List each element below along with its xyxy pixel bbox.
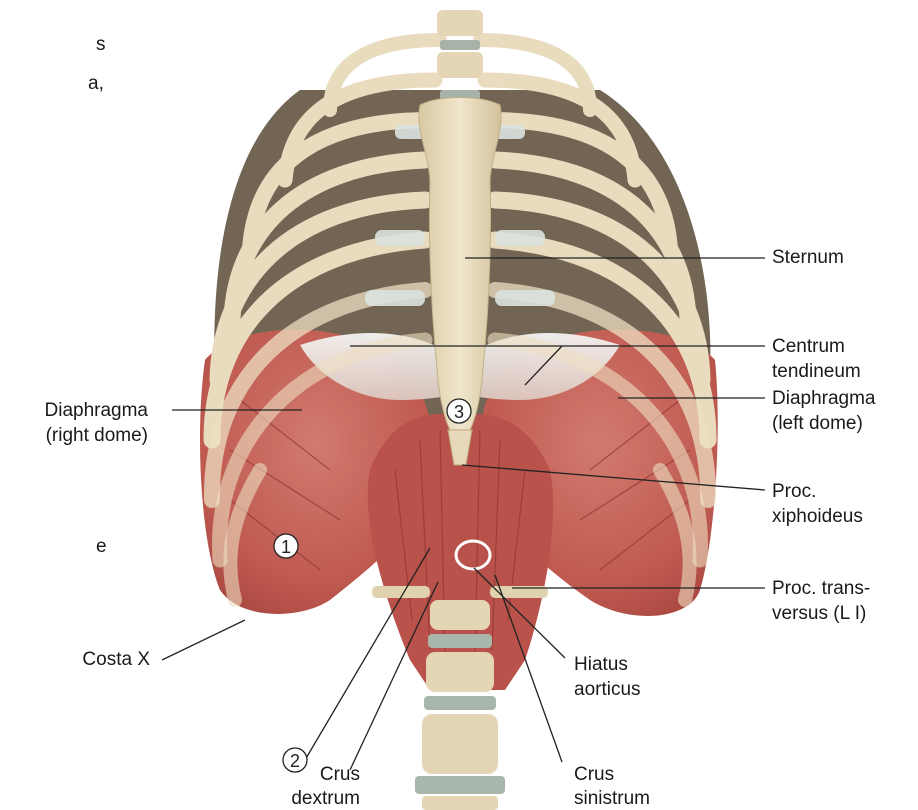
sternum-bone bbox=[418, 97, 502, 431]
diaphragm-crura bbox=[367, 413, 554, 690]
label-proc-xiphoideus-line2: xiphoideus bbox=[772, 506, 863, 527]
edge-text-fragment-1: s bbox=[96, 34, 106, 55]
label-diaphragma-left-line2: (left dome) bbox=[772, 413, 863, 434]
marker-1-text: 1 bbox=[281, 537, 291, 557]
edge-text-fragment-2: a, bbox=[88, 73, 104, 94]
label-crus-dextrum-line1: Crus bbox=[319, 764, 360, 785]
marker-2: 2 bbox=[282, 747, 308, 773]
marker-2-text: 2 bbox=[290, 751, 300, 771]
hiatus-aorticus-ring bbox=[454, 539, 492, 571]
thoracic-spine bbox=[437, 10, 483, 100]
costal-cartilages bbox=[365, 125, 555, 306]
edge-text-fragment-3: e bbox=[96, 536, 107, 557]
label-hiatus-aorticus-line2: aorticus bbox=[574, 679, 641, 700]
marker-3-text: 3 bbox=[454, 402, 464, 422]
leader-lines bbox=[161, 257, 766, 771]
label-proc-xiphoideus-line1: Proc. bbox=[772, 481, 817, 502]
label-crus-dextrum-line2: dextrum bbox=[291, 788, 360, 809]
label-hiatus-aorticus-line1: Hiatus bbox=[574, 654, 628, 675]
lumbar-spine bbox=[372, 586, 548, 810]
label-diaphragma-right-line2: (right dome) bbox=[45, 425, 148, 446]
label-crus-sinistrum-line2: sinistrum bbox=[574, 788, 651, 809]
label-costa-x: Costa X bbox=[82, 649, 150, 670]
label-proc-transversus-line2: versus (L I) bbox=[772, 603, 867, 624]
label-sternum: Sternum bbox=[772, 247, 844, 268]
label-diaphragma-left-line1: Diaphragma bbox=[772, 388, 876, 409]
label-centrum-tendineum-line1: Centrum bbox=[772, 336, 845, 357]
marker-1: 1 bbox=[273, 533, 299, 559]
label-centrum-tendineum-line2: tendineum bbox=[772, 361, 861, 382]
label-crus-sinistrum-line1: Crus bbox=[574, 764, 615, 785]
marker-3: 3 bbox=[446, 398, 472, 424]
label-proc-transversus-line1: Proc. trans- bbox=[772, 578, 871, 599]
label-diaphragma-right-line1: Diaphragma bbox=[44, 400, 149, 421]
